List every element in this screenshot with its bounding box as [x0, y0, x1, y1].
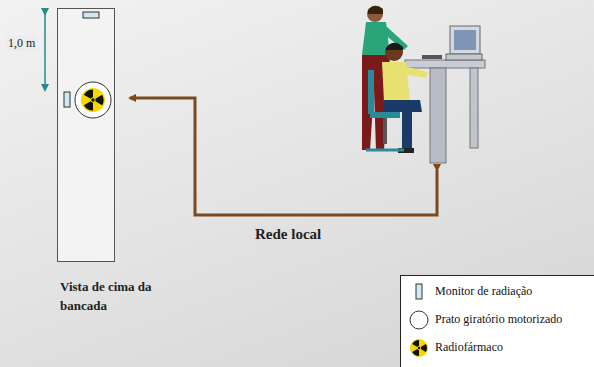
- turntable: [75, 82, 111, 118]
- legend-box: Monitor de radiaçãoPrato giratório motor…: [400, 275, 594, 367]
- radiation-monitor-icon: [409, 282, 431, 302]
- workstation: [405, 26, 485, 163]
- bench-outline: Vista de cima da bancada: [57, 8, 115, 262]
- legend-text: Monitor de radiação: [435, 284, 532, 299]
- legend-text: Prato giratório motorizado: [435, 312, 562, 327]
- radiopharmaceutical-icon: [409, 338, 431, 358]
- bench-top: [57, 8, 115, 262]
- network-label: Rede local: [252, 226, 324, 243]
- radiation-monitor: [83, 12, 99, 18]
- dimension-line: [44, 14, 46, 90]
- legend-row: Prato giratório motorizado: [409, 310, 594, 330]
- radiopharmaceutical-symbol: [81, 88, 105, 112]
- radiation-monitor: [64, 92, 70, 107]
- people: [362, 6, 428, 153]
- dimension-label: 1,0 m: [6, 36, 37, 51]
- turntable-icon: [409, 310, 431, 330]
- legend-row: Radiofármaco: [409, 338, 594, 358]
- network-link: [130, 98, 437, 215]
- legend-text: Radiofármaco: [435, 340, 503, 355]
- view-caption: Vista de cima da bancada: [60, 277, 155, 315]
- legend-row: Monitor de radiação: [409, 282, 594, 302]
